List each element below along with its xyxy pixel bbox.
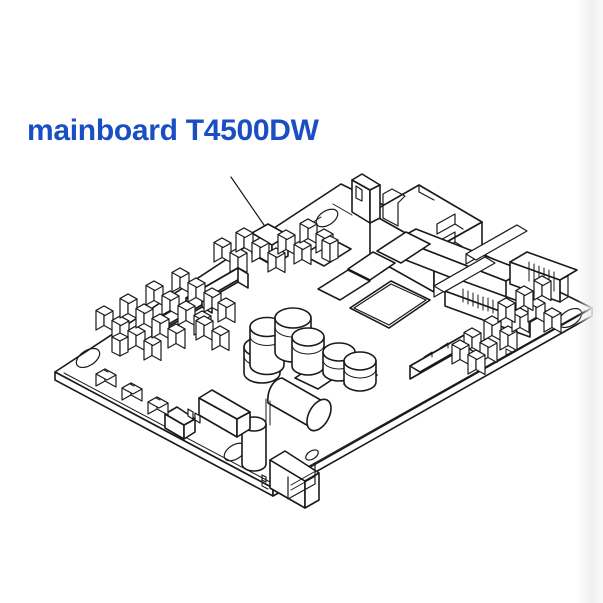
callout-leader-line [230, 176, 265, 226]
pin-header-cluster-top [213, 218, 339, 274]
page-title: mainboard T4500DW [27, 114, 319, 147]
small-connector-lower-left [164, 406, 201, 440]
capacitor [291, 327, 325, 376]
axial-capacitor-horizontal [265, 377, 332, 432]
smd-component-row-right [451, 275, 562, 376]
smd-chip-2 [347, 251, 396, 281]
smd-chip-1 [376, 231, 431, 264]
main-processor-ic [349, 280, 431, 329]
usb-type-b-port [261, 449, 320, 509]
pin-header-cluster-left [95, 267, 249, 416]
mounting-hole-left [75, 347, 101, 369]
smd-component-left-edge [111, 332, 129, 357]
smd-bar-right-2 [465, 224, 528, 265]
smd-bar-right-1 [433, 256, 496, 298]
smd-chip-3 [317, 269, 371, 301]
relay-block-left [198, 389, 251, 438]
capacitor [343, 351, 378, 392]
electrolytic-capacitor-group [243, 307, 378, 392]
